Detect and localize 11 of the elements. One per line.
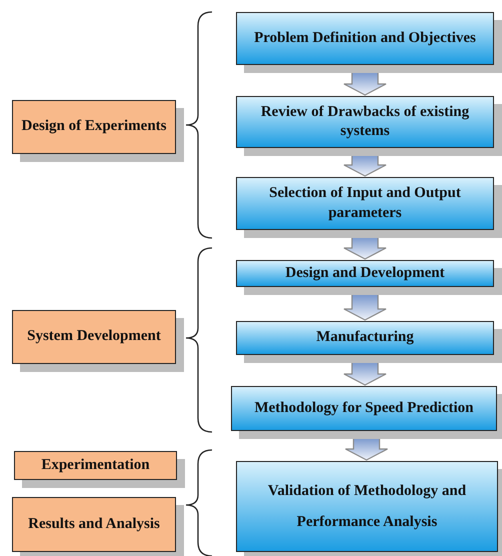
box-label: Design of Experiments — [22, 117, 166, 136]
box-label: System Development — [27, 327, 161, 346]
box-label: Experimentation — [41, 456, 150, 475]
box-label: Manufacturing — [316, 328, 414, 348]
box-label: Selection of Input and Output parameters — [268, 184, 462, 222]
box-label: Design and Development — [285, 264, 445, 283]
box-label: Validation of Methodology and Performance Analysis — [266, 482, 468, 532]
box-label: Methodology for Speed Prediction — [254, 398, 474, 418]
box-label: Review of Drawbacks of existing systems — [260, 102, 470, 141]
box-label: Results and Analysis — [28, 514, 160, 534]
box-label: Problem Definition and Objectives — [254, 28, 476, 48]
